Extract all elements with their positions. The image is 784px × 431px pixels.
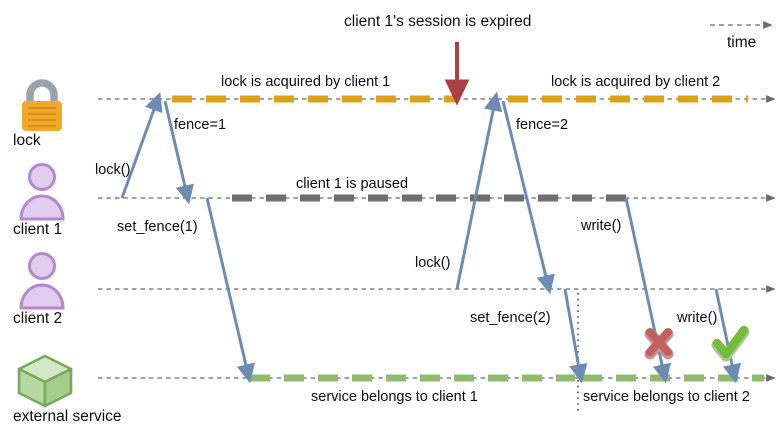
arrow-lock-call-client-2 [455, 91, 503, 290]
red-x-icon [644, 328, 674, 360]
arrow-fence-2-reply [501, 100, 555, 295]
person-icon [16, 163, 68, 226]
arrow-fence-1-reply [163, 100, 194, 205]
state-label-lock-client-1: lock is acquired by client 1 [221, 74, 391, 90]
arrow-write-call-client-2 [714, 288, 742, 384]
message-label-fence-2-reply: fence=2 [516, 117, 569, 133]
lane-label-client-2: client 2 [13, 310, 63, 327]
person-icon [16, 252, 68, 315]
state-label-service-client-2: service belongs to client 2 [583, 389, 750, 405]
message-label-write-call-client-2: write() [677, 310, 718, 326]
lane-label-external-service: external service [13, 408, 122, 425]
cube-icon [14, 352, 76, 413]
lane-label-client-1: client 1 [13, 221, 63, 238]
time-axis-label: time [727, 34, 757, 51]
state-label-client-1-paused: client 1 is paused [296, 176, 409, 192]
message-label-write-call-client-1: write() [581, 218, 622, 234]
message-label-lock-call-client-2: lock() [415, 255, 451, 271]
lane-label-lock: lock [13, 132, 41, 149]
session-expired-annotation: client 1's session is expired [344, 13, 532, 30]
message-label-set-fence-1-call: set_fence(1) [117, 219, 198, 235]
message-label-lock-call-client-1: lock() [95, 162, 131, 178]
arrow-lock-call-client-1 [120, 91, 163, 199]
state-label-service-client-1: service belongs to client 1 [311, 389, 478, 405]
state-label-lock-client-2: lock is acquired by client 2 [551, 74, 721, 90]
padlock-icon [14, 76, 70, 139]
arrow-set-fence-1-call [205, 197, 255, 384]
arrow-set-fence-2-call [563, 288, 588, 384]
message-label-fence-1-reply: fence=1 [174, 117, 227, 133]
green-check-icon [711, 325, 750, 362]
message-label-set-fence-2-call: set_fence(2) [470, 310, 551, 326]
